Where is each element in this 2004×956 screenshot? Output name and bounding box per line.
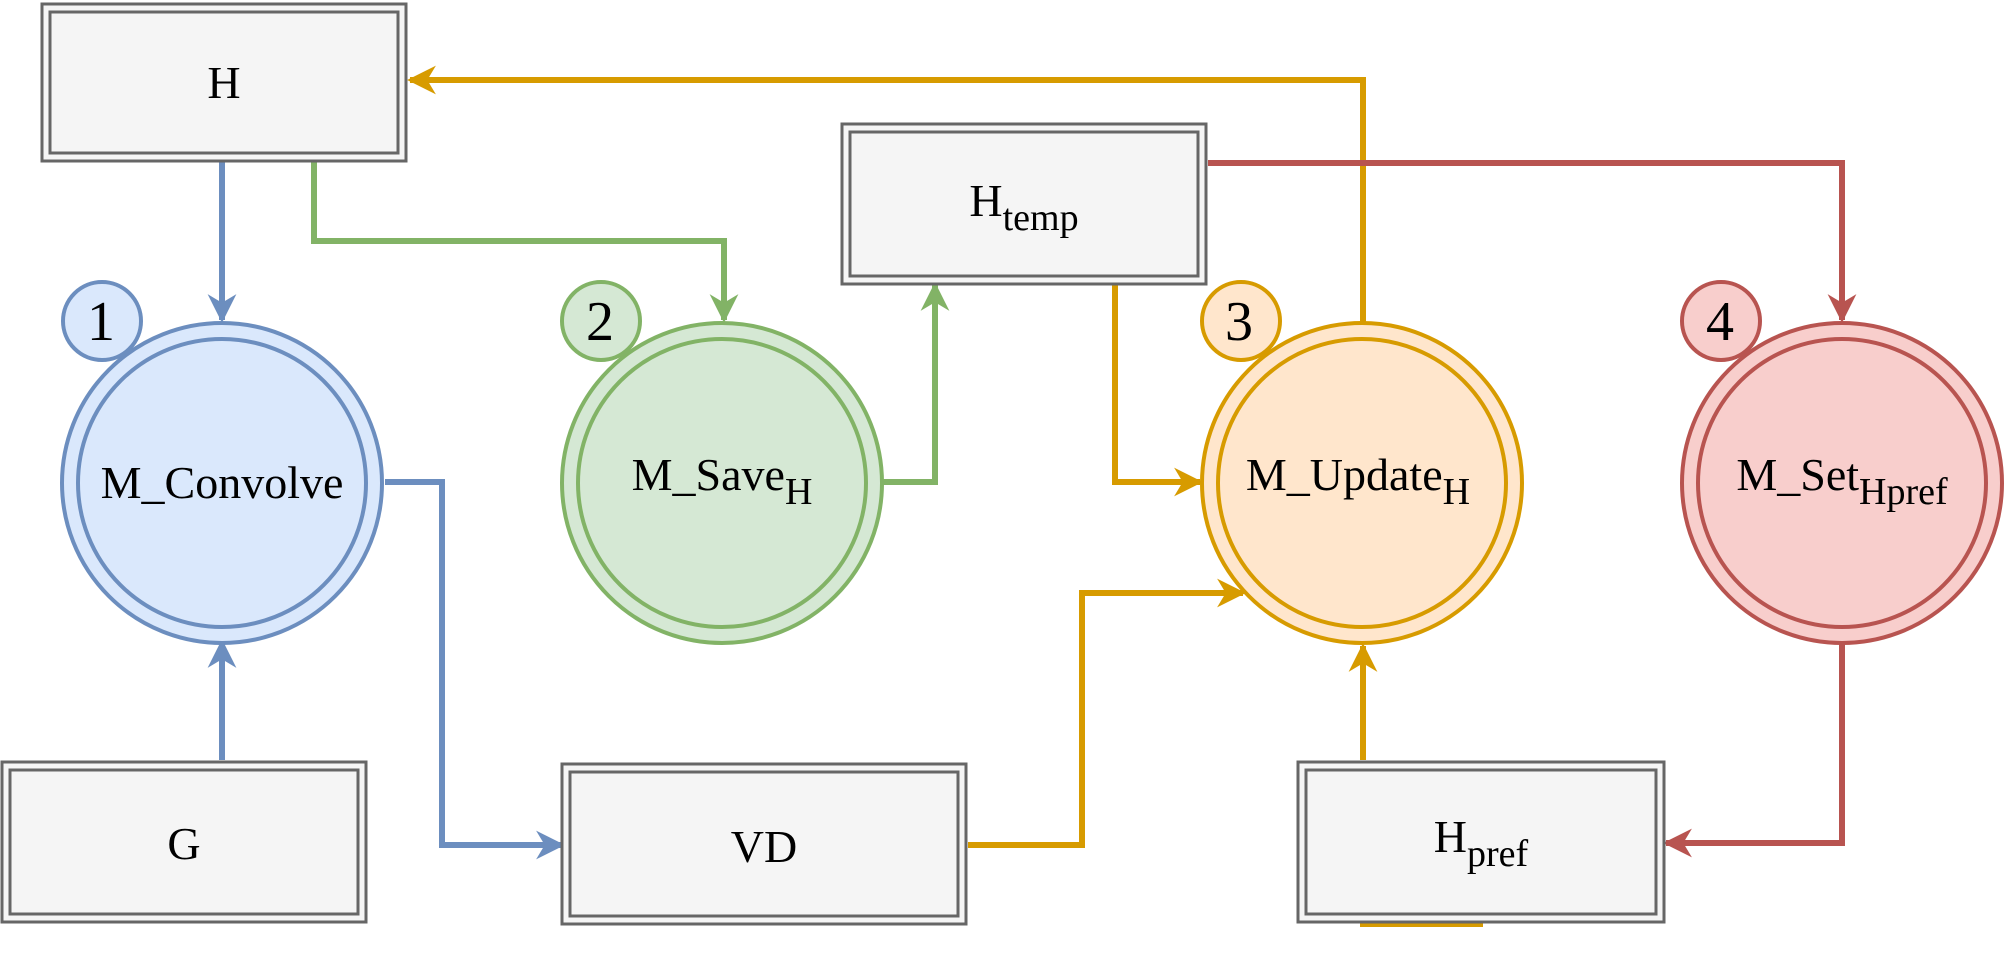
arrow-update-to-h — [407, 65, 1366, 322]
process-convolve-number: 1 — [87, 291, 115, 353]
store-h-temp: Htemp — [840, 122, 1208, 286]
arrow-convolve-to-vd — [385, 479, 565, 860]
process-save-number-badge — [560, 280, 642, 362]
process-update-label: M_UpdateH — [1246, 449, 1470, 513]
connectors — [207, 65, 1857, 927]
store-h: H — [40, 2, 408, 163]
arrow-set-to-hpref — [1663, 644, 1845, 858]
arrow-h-to-save — [311, 160, 739, 323]
arrow-htemp-to-set — [1208, 160, 1857, 323]
store-h-pref-label: Hpref — [1434, 811, 1529, 875]
process-save: M_SaveH 2 — [560, 280, 884, 645]
store-h-temp-label: Htemp — [969, 175, 1078, 239]
store-g: G — [0, 760, 368, 924]
process-update-number-badge — [1200, 280, 1282, 362]
arrow-save-to-htemp — [882, 282, 950, 485]
process-save-label: M_SaveH — [632, 449, 813, 513]
arrow-vd-to-update — [968, 578, 1246, 848]
store-h-label: H — [207, 57, 240, 108]
processes: M_Convolve 1 M_SaveH 2 M_UpdateH 3 M_Set… — [60, 280, 2004, 645]
arrow-htemp-to-update — [1112, 284, 1203, 497]
store-vd-label: VD — [731, 821, 797, 872]
store-vd: VD — [560, 762, 968, 926]
data-stores: H Htemp G VD Hpref — [0, 2, 1666, 926]
process-update-number: 3 — [1225, 291, 1253, 353]
process-convolve-number-badge — [61, 280, 143, 362]
process-set: M_SetHpref 4 — [1680, 280, 2004, 645]
process-update: M_UpdateH 3 — [1200, 280, 1524, 645]
store-h-pref: Hpref — [1296, 760, 1666, 924]
process-set-number-badge — [1680, 280, 1762, 362]
process-convolve-label: M_Convolve — [101, 457, 344, 508]
process-convolve: M_Convolve 1 — [60, 280, 384, 645]
store-g-label: G — [167, 818, 200, 869]
process-set-number: 4 — [1706, 291, 1734, 353]
process-set-label: M_SetHpref — [1736, 449, 1948, 513]
process-save-number: 2 — [586, 291, 614, 353]
